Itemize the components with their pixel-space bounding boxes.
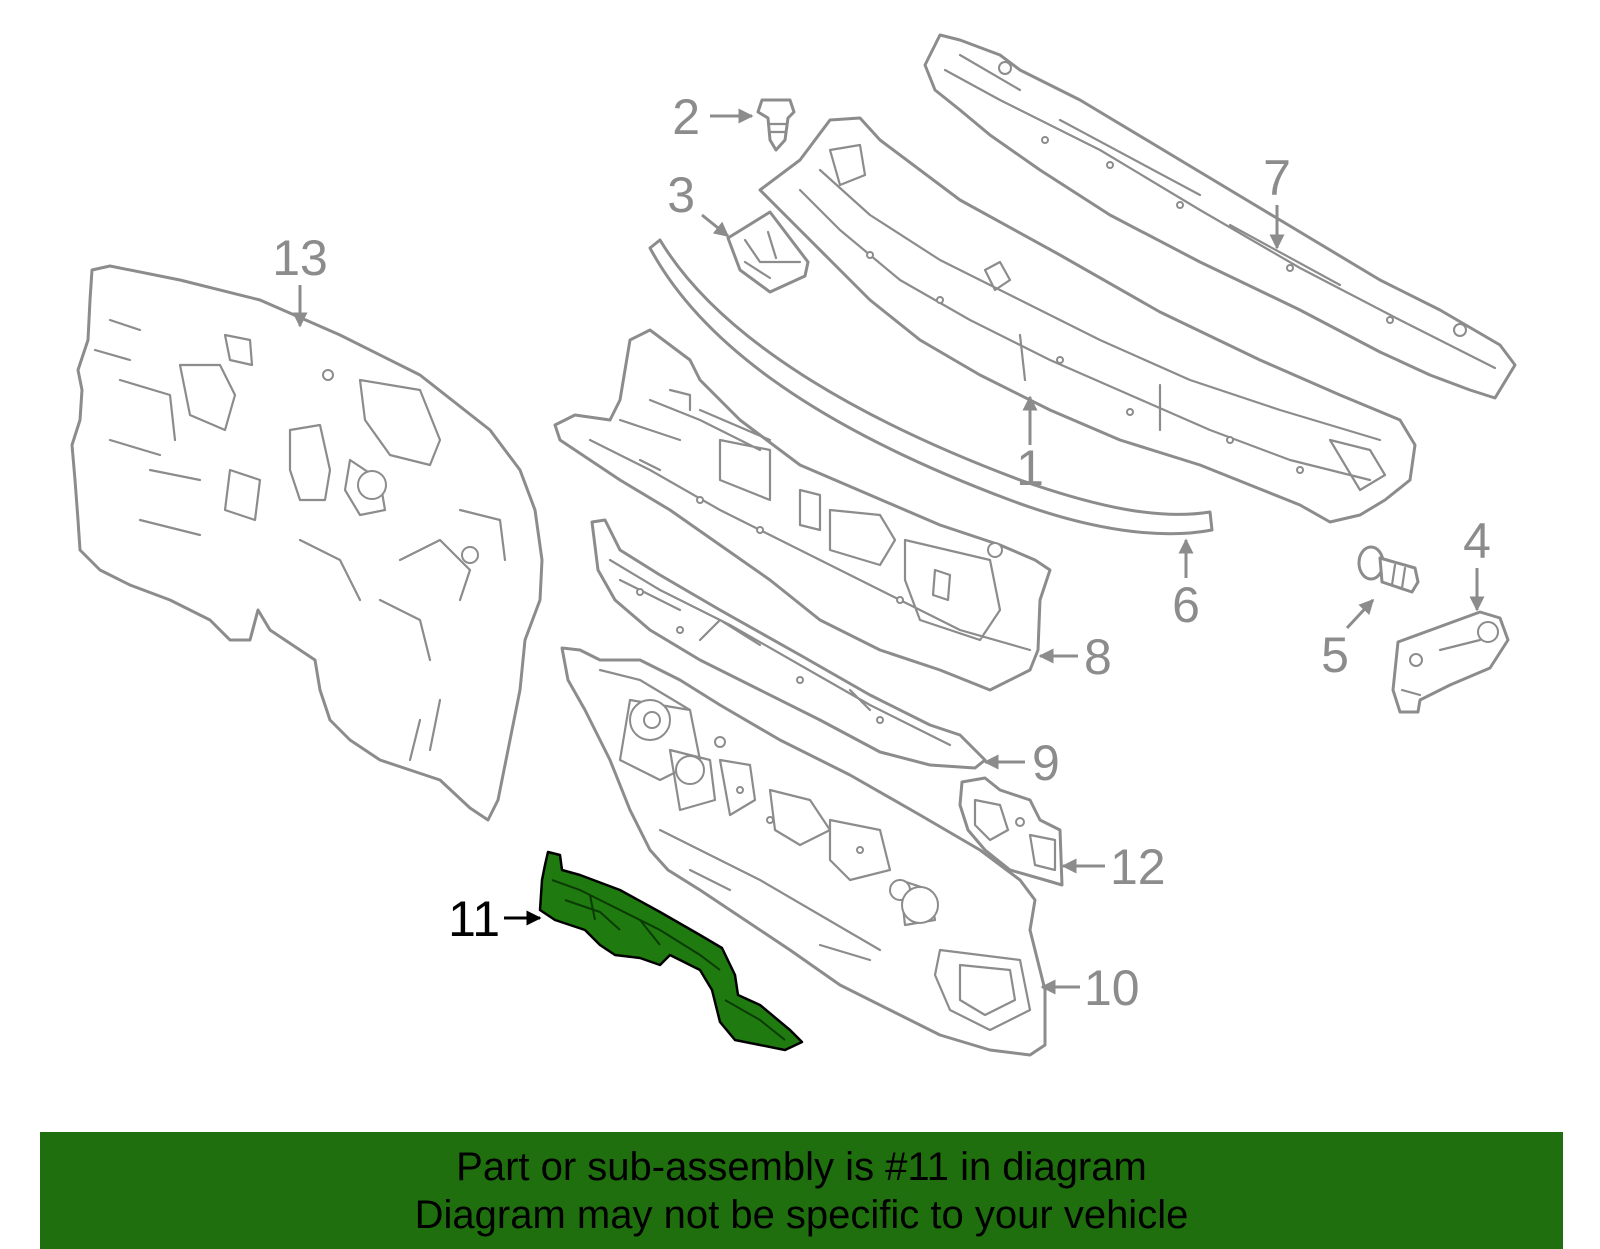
part-7-cowl-reinforcement <box>923 33 1517 400</box>
part-12-pad <box>958 776 1064 887</box>
callout-11-label: 11 <box>448 891 500 947</box>
part-9-dash-crossmember <box>590 518 987 770</box>
part-13-dash-insulator <box>70 264 544 822</box>
part-4-bracket <box>1391 610 1510 714</box>
callout-4-label: 4 <box>1463 513 1491 569</box>
banner-line-2: Diagram may not be specific to your vehi… <box>414 1192 1189 1237</box>
callout-9-label: 9 <box>1032 735 1060 791</box>
banner-line-1: Part or sub-assembly is #11 in diagram <box>456 1144 1147 1189</box>
callout-5-label: 5 <box>1321 627 1349 683</box>
callout-8: 8 <box>1038 629 1112 685</box>
callout-6-label: 6 <box>1172 577 1200 633</box>
callout-13: 13 <box>272 230 328 328</box>
callout-2: 2 <box>672 89 754 145</box>
callout-12: 12 <box>1061 839 1166 895</box>
callout-3-label: 3 <box>667 167 695 223</box>
callout-10: 10 <box>1040 960 1140 1016</box>
part-10-dash-panel <box>560 646 1047 1057</box>
callout-12-label: 12 <box>1110 839 1166 895</box>
info-banner: Part or sub-assembly is #11 in diagram D… <box>40 1132 1563 1249</box>
callout-4: 4 <box>1463 513 1491 612</box>
part-8-cowl-inner <box>553 328 1052 692</box>
part-5-clip <box>1357 545 1420 594</box>
part-3-bracket <box>726 210 810 294</box>
callout-1-label: 1 <box>1016 440 1044 496</box>
callout-6: 6 <box>1172 538 1200 633</box>
callout-5: 5 <box>1321 598 1375 683</box>
callout-1: 1 <box>1016 395 1044 496</box>
callout-7: 7 <box>1263 150 1291 250</box>
callout-10-label: 10 <box>1084 960 1140 1016</box>
part-1-cowl-panel <box>758 116 1417 524</box>
callout-11: 11 <box>448 891 542 947</box>
part-2-clip <box>756 98 796 152</box>
callout-2-label: 2 <box>672 89 700 145</box>
callout-7-label: 7 <box>1263 150 1291 206</box>
callout-9: 9 <box>983 735 1060 791</box>
part-11-highlighted <box>538 850 804 1052</box>
callout-8-label: 8 <box>1084 629 1112 685</box>
callout-3: 3 <box>667 167 730 238</box>
part-6-weatherstrip <box>648 238 1214 536</box>
callout-13-label: 13 <box>272 230 328 286</box>
